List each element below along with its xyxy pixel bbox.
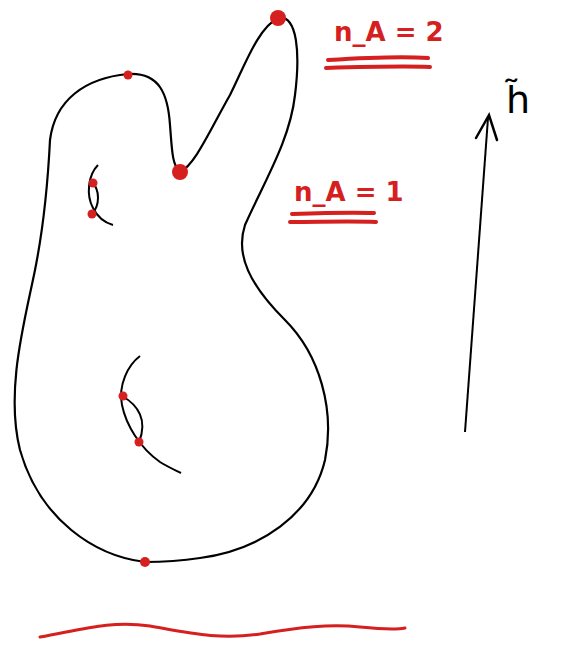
critical-point (88, 210, 97, 219)
critical-point (172, 164, 188, 180)
critical-point (119, 392, 128, 401)
count-label: n_A = 2 (334, 18, 444, 47)
underline (290, 220, 376, 224)
critical-points (88, 10, 287, 567)
height-arrow-head (476, 115, 497, 140)
critical-point (124, 71, 133, 80)
lower-handle (121, 356, 181, 473)
critical-point (270, 10, 286, 26)
underline (326, 67, 430, 68)
underline (292, 213, 374, 214)
critical-point (140, 557, 150, 567)
critical-point (89, 179, 98, 188)
underlines (290, 57, 430, 222)
count-label: n_A = 1 (294, 178, 404, 207)
ground-line (40, 624, 405, 637)
axis-label: h̃ (506, 80, 530, 122)
surface-outline (15, 18, 328, 562)
height-arrow (465, 118, 488, 432)
underline (328, 57, 428, 60)
lower-handle-inner (122, 396, 142, 442)
critical-point (135, 438, 144, 447)
